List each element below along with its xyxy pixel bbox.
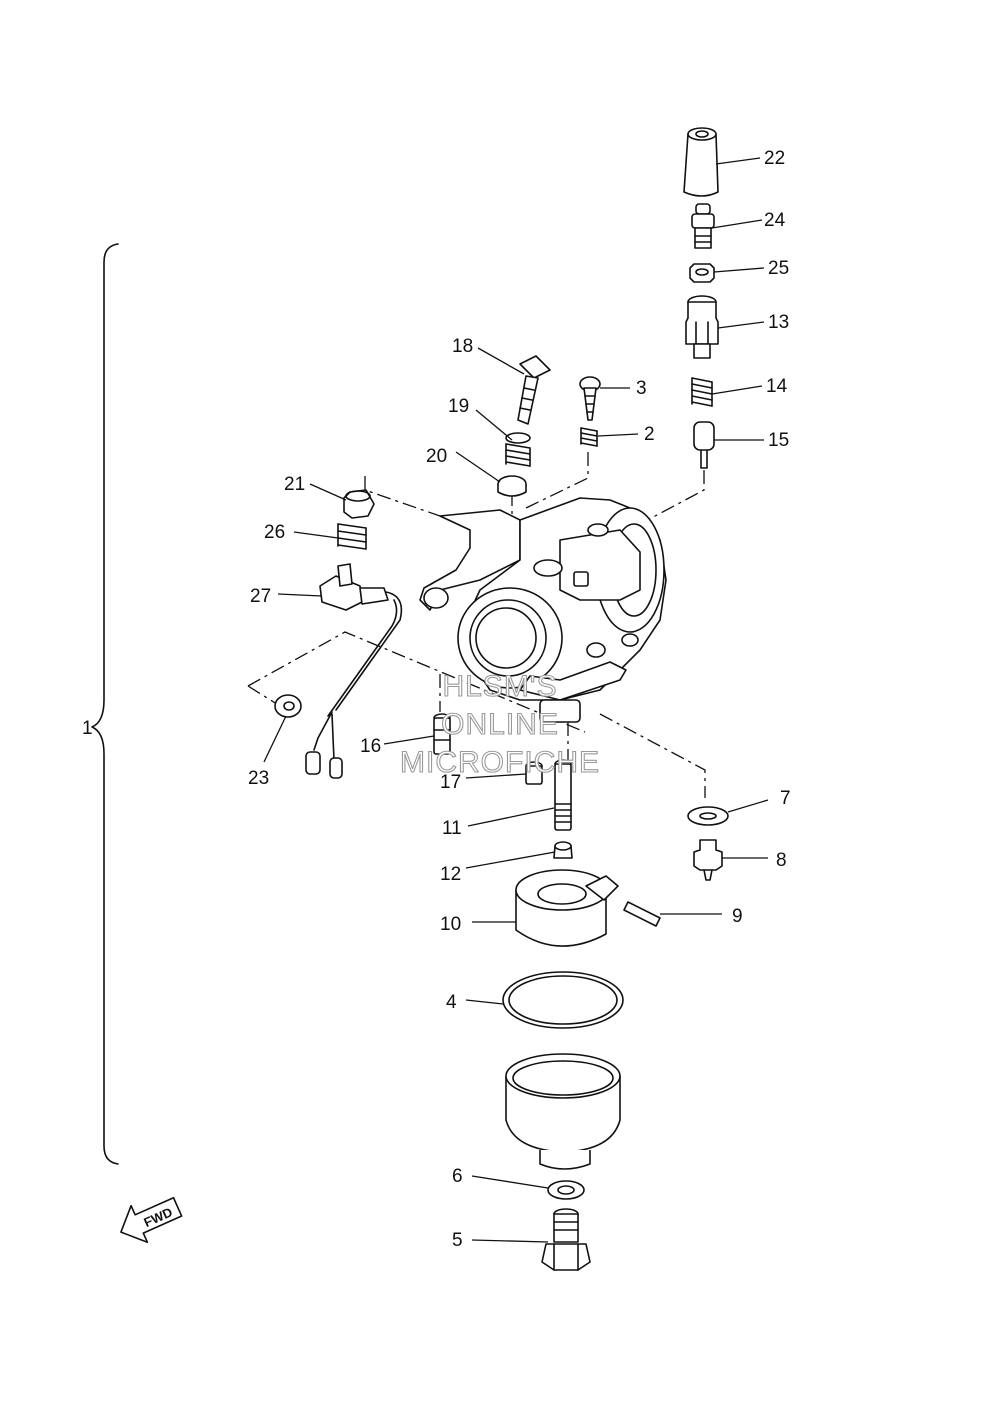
part-13-starter-plunger-nut [685,295,719,359]
part-3-pilot-screw [579,376,601,421]
callout-18: 18 [452,336,473,357]
part-4-float-bowl-gasket [502,971,624,1029]
part-2-spring [580,427,598,447]
part-17-starter-jet [525,761,543,785]
callout-27: 27 [250,586,271,607]
callout-9: 9 [732,906,743,927]
callout-4: 4 [446,992,457,1013]
assembly-bracket [91,243,119,1165]
callout-8: 8 [776,850,787,871]
callout-12: 12 [440,864,461,885]
part-12-main-jet [553,841,573,859]
callout-14: 14 [766,376,788,397]
callout-24: 24 [764,210,786,231]
part-24-adjust-screw [691,203,715,249]
callout-20: 20 [426,446,447,467]
callout-22: 22 [764,148,785,169]
part-25-nut [689,263,715,283]
part-26-spring [337,523,367,550]
callout-5: 5 [452,1230,463,1251]
callout-11: 11 [442,818,462,839]
callout-7: 7 [780,788,791,809]
watermark-line-1: HLSM'S [442,670,557,703]
part-19-spring [505,432,531,467]
callout-13: 13 [768,312,789,333]
forward-direction-arrow: FWD [120,1196,183,1244]
watermark-line-3: MICROFICHE [400,746,600,779]
callout-3: 3 [636,378,647,399]
callout-21: 21 [284,474,305,495]
part-27-throttle-sensor [305,563,403,779]
part-8-drain-screw [693,839,723,881]
part-6-washer [547,1180,585,1200]
part-7-washer [687,806,729,826]
part-20-washer [497,475,527,497]
callout-19: 19 [448,396,469,417]
part-10-float [515,869,619,947]
callout-17: 17 [440,772,461,793]
part-14-spring [691,377,713,407]
watermark-line-2: ONLINE [441,708,559,741]
part-15-plunger [693,421,715,469]
callout-16: 16 [360,736,381,757]
callout-leader-lines [263,157,769,1243]
callout-25: 25 [768,258,789,279]
part-18-throttle-stop-screw [517,355,551,425]
callout-23: 23 [248,768,269,789]
callout-2: 2 [644,424,655,445]
part-11-needle-jet [554,759,572,831]
watermark: HLSM'S ONLINE MICROFICHE [399,669,600,779]
part-22-mixture-cap [683,127,719,197]
callout-6: 6 [452,1166,463,1187]
part-21-cap [343,489,375,519]
part-16-pilot-jet [433,713,451,755]
callout-10: 10 [440,914,461,935]
part-23-washer [274,694,302,718]
part-5-drain-plug [541,1208,591,1271]
part-9-float-pin [623,901,661,927]
callout-numbers: 22 24 25 13 14 15 18 19 20 3 2 21 26 27 … [82,148,791,1251]
callout-15: 15 [768,430,789,451]
callout-26: 26 [264,522,285,543]
assembly-label: 1 [82,718,93,739]
carburetor-body [419,497,667,723]
float-bowl [505,1053,621,1170]
